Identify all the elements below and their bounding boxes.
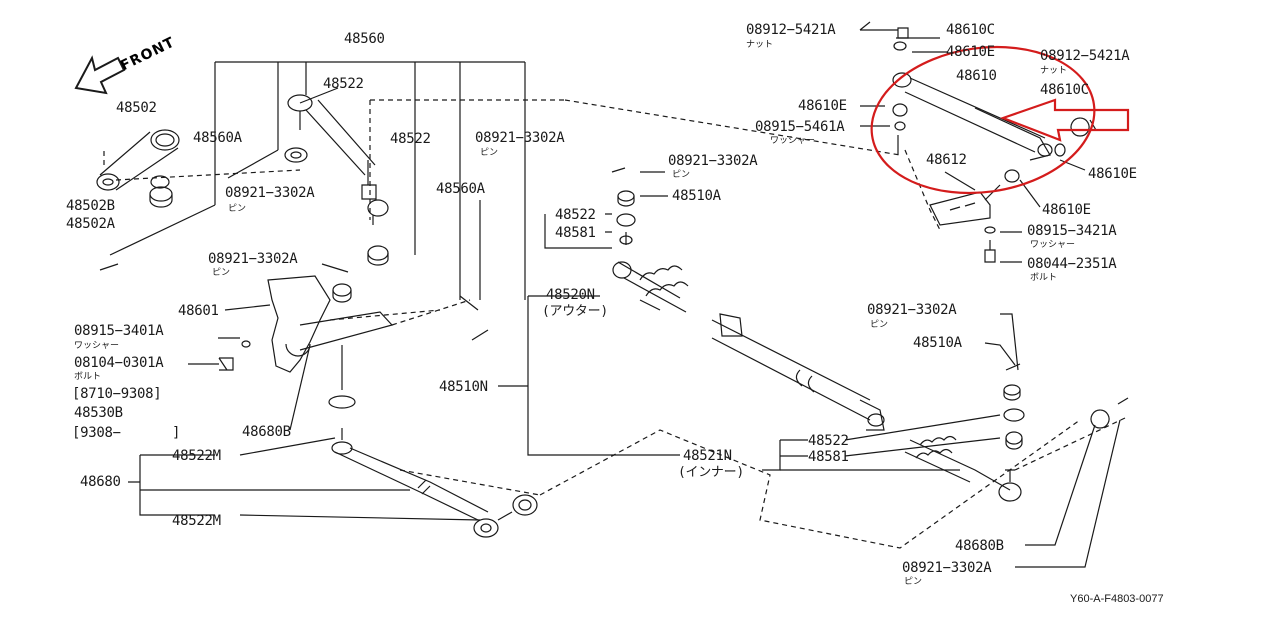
sublabel-inner: (インナー) [678, 465, 744, 480]
label-48610E-bottom: 48610E [1042, 202, 1091, 218]
label-48560: 48560 [344, 31, 385, 47]
label-9308-close: ] [172, 425, 181, 441]
label-48610E-top: 48610E [946, 44, 995, 60]
label-48522-right: 48522 [808, 433, 849, 449]
label-48510A-right: 48510A [913, 335, 962, 351]
label-08104-0301A: 08104−0301A [74, 355, 164, 371]
sublabel-washer-3401: ワッシャー [74, 341, 120, 351]
sublabel-washer-3421: ワッシャー [1030, 240, 1076, 250]
label-48522M-bottom: 48522M [172, 513, 221, 529]
idler-bracket [205, 275, 471, 409]
label-08921-3302A-top: 08921−3302A [475, 130, 565, 146]
label-48680: 48680 [80, 474, 121, 490]
label-48522-mid: 48522 [390, 131, 431, 147]
figure-code: Y60-A-F4803-0077 [1070, 593, 1164, 605]
label-48610: 48610 [956, 68, 997, 84]
sublabel-pin-top: ピン [480, 148, 499, 158]
label-48581-right: 48581 [808, 449, 849, 465]
label-48521N: 48521N [683, 448, 732, 464]
label-9308: [9308− [72, 425, 121, 441]
label-48520N: 48520N [546, 287, 595, 303]
highlight-arrow [999, 98, 1130, 142]
label-08921-3302A-left: 08921−3302A [225, 185, 315, 201]
sublabel-pin-right: ピン [870, 320, 889, 330]
label-08912-5421A-top: 08912−5421A [746, 22, 836, 38]
tie-rod-left [331, 428, 538, 538]
label-48610E-right: 48610E [1088, 166, 1137, 182]
sublabel-bolt-0301: ボルト [74, 372, 102, 382]
sublabel-pin-bottom: ピン [904, 577, 923, 587]
label-48612: 48612 [926, 152, 967, 168]
label-48581-center: 48581 [555, 225, 596, 241]
label-08921-3302A-bottom: 08921−3302A [902, 560, 992, 576]
label-08921-3302A-right: 08921−3302A [867, 302, 957, 318]
label-48510A-center: 48510A [672, 188, 721, 204]
label-48502A: 48502A [66, 216, 115, 232]
sublabel-pin-mid: ピン [212, 268, 231, 278]
sublabel-pin-center: ピン [672, 170, 691, 180]
label-8710-9308: [8710−9308] [72, 386, 162, 402]
center-rod [611, 167, 885, 431]
label-48610C-top: 48610C [946, 22, 995, 38]
label-48510N: 48510N [439, 379, 488, 395]
label-48530B: 48530B [74, 405, 123, 421]
label-08921-3302A-center: 08921−3302A [668, 153, 758, 169]
label-48601: 48601 [178, 303, 219, 319]
sublabel-bolt-2351: ボルト [1030, 273, 1058, 283]
highlight-circle [870, 45, 1096, 195]
label-48522-center: 48522 [555, 207, 596, 223]
sublabel-nut-top: ナット [746, 40, 774, 50]
label-48610C-right: 48610C [1040, 82, 1089, 98]
idler-arm-top [284, 87, 565, 266]
label-08912-5421A-right: 08912−5421A [1040, 48, 1130, 64]
label-48680B-right: 48680B [955, 538, 1004, 554]
label-48560A-mid: 48560A [436, 181, 485, 197]
label-48522-top: 48522 [323, 76, 364, 92]
sublabel-nut-right: ナット [1040, 66, 1068, 76]
tie-rod-right [904, 363, 1129, 502]
label-08915-3401A: 08915−3401A [74, 323, 164, 339]
sublabel-washer-5461: ワッシャー [770, 136, 816, 146]
label-48680B-left: 48680B [242, 424, 291, 440]
highlight-annotation [870, 45, 1130, 195]
label-08921-3302A-pin: 08921−3302A [208, 251, 298, 267]
label-08915-3421A: 08915−3421A [1027, 223, 1117, 239]
front-arrow [74, 55, 126, 95]
label-48502B: 48502B [66, 198, 115, 214]
label-08915-5461A: 08915−5461A [755, 119, 845, 135]
label-48522M-top: 48522M [172, 448, 221, 464]
leader-48560 [214, 61, 526, 300]
sublabel-outer: (アウター) [542, 304, 608, 319]
pitman-arm [96, 129, 301, 271]
sublabel-pin-left: ピン [228, 204, 247, 214]
label-48502: 48502 [116, 100, 157, 116]
label-48560A-left: 48560A [193, 130, 242, 146]
label-08044-2351A: 08044−2351A [1027, 256, 1117, 272]
label-48610E-left: 48610E [798, 98, 847, 114]
